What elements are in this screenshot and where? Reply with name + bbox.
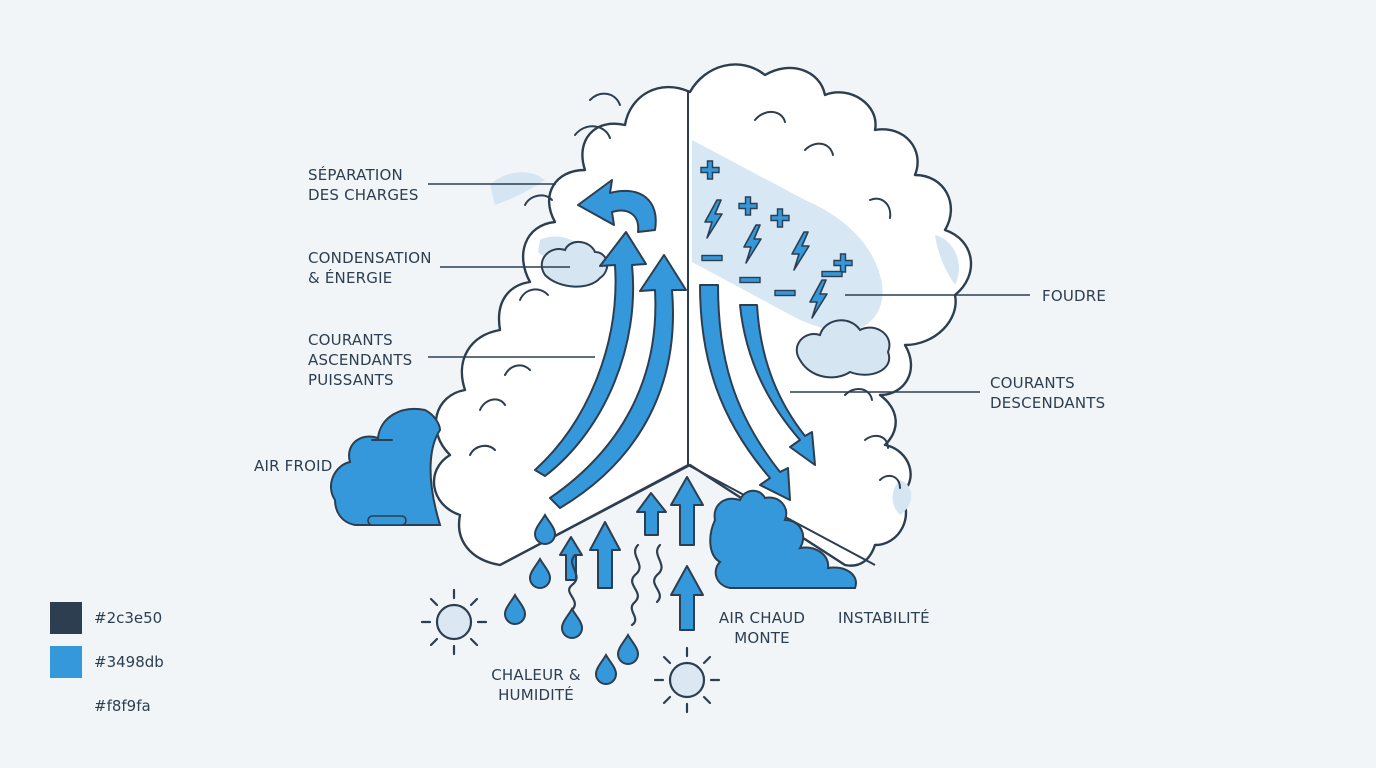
palette-label-dark: #2c3e50 [94, 609, 163, 627]
arrow-icon [670, 565, 704, 631]
label-line: SÉPARATION [308, 166, 403, 184]
label-line: AIR CHAUD [718, 609, 806, 627]
arrow-icon [589, 521, 621, 589]
rising-air [559, 476, 704, 631]
heat-wave-icon [568, 553, 578, 612]
arrow-icon [699, 284, 791, 501]
water-drop-icon [529, 558, 551, 589]
heat-wave-icon [653, 543, 663, 604]
arrow-icon [559, 536, 583, 581]
label-warm-air: AIR CHAUD MONTE [714, 608, 810, 648]
label-lightning: FOUDRE [1042, 286, 1106, 306]
arrow-icon [577, 179, 657, 233]
palette-swatch-light [50, 690, 82, 722]
water-drop-icon [617, 634, 639, 665]
downdraft-arrows [699, 284, 816, 501]
label-heat-humidity: CHALEUR & HUMIDITÉ [486, 665, 586, 705]
water-drop-icon [595, 654, 617, 685]
label-cold-air: AIR FROID [254, 456, 333, 476]
minus-charge-icon [701, 254, 723, 262]
warm-air-cloud [709, 489, 857, 589]
heat-waves [568, 543, 663, 627]
arrow-icon [549, 254, 687, 509]
label-line: & ÉNERGIE [308, 269, 393, 287]
label-line: MONTE [734, 629, 790, 647]
palette-label-blue: #3498db [94, 653, 164, 671]
label-line: DES CHARGES [308, 186, 419, 204]
label-line: CHALEUR & [491, 666, 581, 684]
leader-lines [428, 183, 1030, 393]
label-line: FOUDRE [1042, 287, 1107, 305]
label-line: HUMIDITÉ [498, 686, 574, 704]
arrow-icon [534, 231, 647, 477]
arrow-icon [636, 492, 667, 536]
label-line: INSTABILITÉ [838, 609, 930, 627]
label-line: COURANTS [308, 331, 393, 349]
water-drop-icon [504, 594, 526, 625]
water-drop-icon [561, 608, 583, 639]
label-charge-separation: SÉPARATION DES CHARGES [308, 165, 419, 205]
arrow-icon [739, 304, 816, 466]
label-line: PUISSANTS [308, 371, 394, 389]
palette-swatch-dark [50, 602, 82, 634]
updraft-arrows [534, 179, 687, 509]
minus-charge-icon [821, 270, 843, 278]
label-updrafts: COURANTS ASCENDANTS PUISSANTS [308, 330, 412, 390]
label-line: AIR FROID [254, 457, 333, 475]
label-line: CONDENSATION [308, 249, 432, 267]
label-line: COURANTS [990, 374, 1075, 392]
label-downdrafts: COURANTS DESCENDANTS [990, 373, 1105, 413]
label-instability: INSTABILITÉ [838, 608, 930, 628]
heat-wave-icon [630, 543, 641, 627]
minus-charge-icon [739, 276, 761, 284]
label-line: ASCENDANTS [308, 351, 413, 369]
label-line: DESCENDANTS [990, 394, 1106, 412]
label-condensation: CONDENSATION & ÉNERGIE [308, 248, 432, 288]
minus-charge-icon [774, 289, 796, 297]
palette-swatch-blue [50, 646, 82, 678]
palette-label-light: #f8f9fa [94, 697, 151, 715]
arrow-icon [670, 476, 704, 546]
cold-air-cloud [330, 407, 442, 526]
